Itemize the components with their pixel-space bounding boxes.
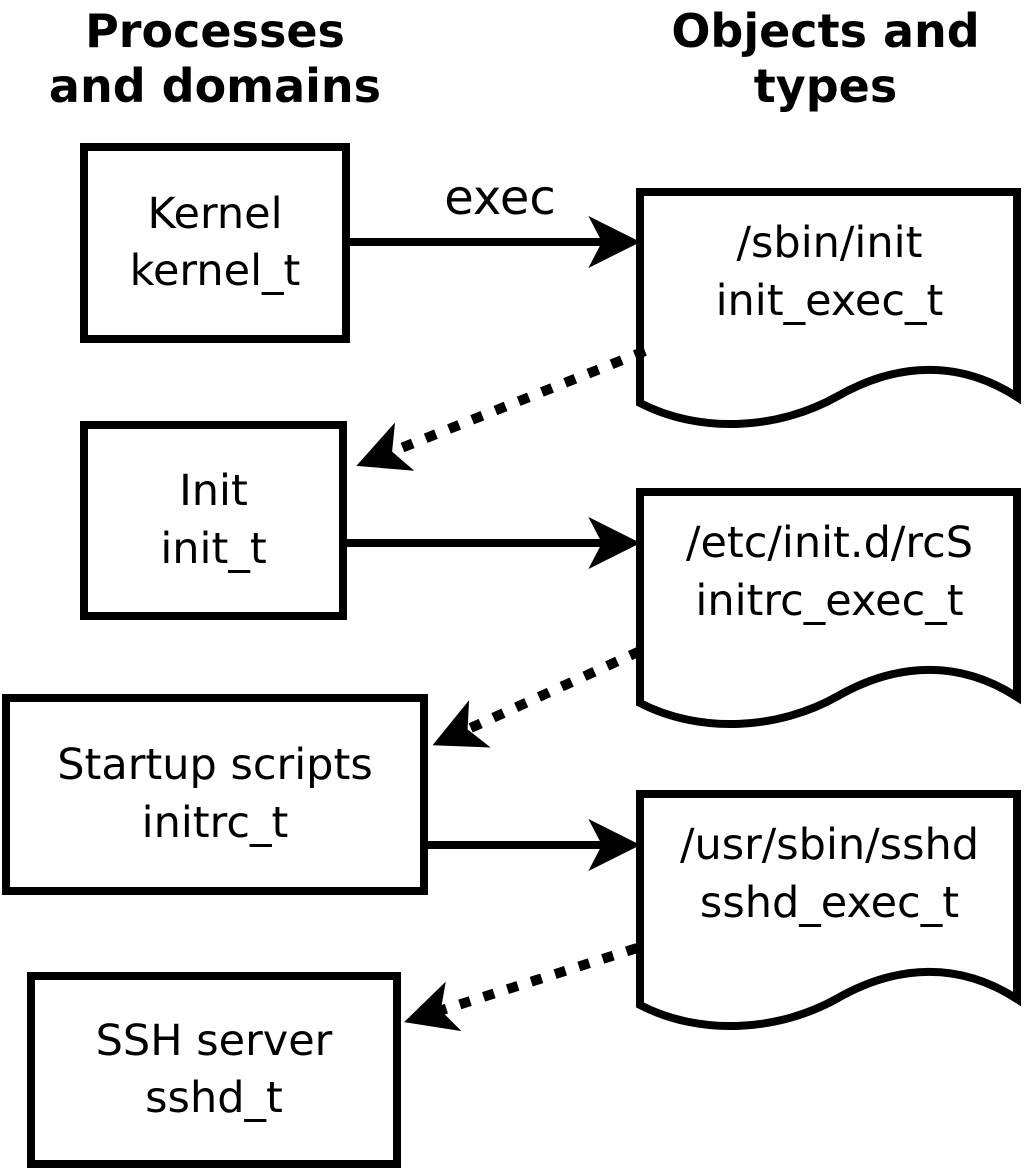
process-box-ssh-server: SSH server sshd_t <box>27 972 401 1168</box>
process-name: SSH server <box>95 1015 333 1066</box>
object-type: init_exec_t <box>715 276 944 327</box>
object-path: /usr/sbin/sshd <box>679 820 980 870</box>
process-domain: sshd_t <box>145 1073 283 1123</box>
process-domain: kernel_t <box>129 246 301 296</box>
document-shape-sbin-init <box>636 188 1021 429</box>
process-box-kernel: Kernel kernel_t <box>80 143 350 343</box>
object-type: initrc_exec_t <box>695 576 964 627</box>
dotted-arrow-sbin-init-to-init <box>356 346 647 471</box>
process-box-init: Init init_t <box>80 421 347 620</box>
object-path: /etc/init.d/rcS <box>685 518 974 568</box>
column-header-processes-line2: and domains <box>48 59 382 114</box>
document-shape-usr-sbin-sshd <box>636 790 1021 1031</box>
process-domain: initrc_t <box>141 797 289 848</box>
document-shape-etc-initd-rcs <box>636 488 1021 729</box>
column-header-objects-line2: types <box>753 59 898 114</box>
process-domain: init_t <box>160 523 267 574</box>
column-header-objects-line1: Objects and <box>671 4 980 58</box>
process-box-startup-scripts: Startup scripts initrc_t <box>2 694 428 895</box>
object-doc-usr-sbin-sshd: /usr/sbin/sshd sshd_exec_t <box>642 816 1017 933</box>
process-name: Init <box>179 466 248 517</box>
column-header-processes-line1: Processes <box>85 4 345 58</box>
object-doc-sbin-init: /sbin/init init_exec_t <box>642 214 1017 331</box>
column-header-objects: Objects and types <box>633 4 1018 114</box>
exec-arrow-label: exec <box>444 170 556 226</box>
column-header-processes: Processes and domains <box>15 4 415 114</box>
dotted-arrow-rcs-to-initrc <box>432 646 643 748</box>
object-doc-etc-initd-rcs: /etc/init.d/rcS initrc_exec_t <box>642 514 1017 631</box>
object-path: /sbin/init <box>736 218 923 268</box>
process-name: Startup scripts <box>57 740 373 791</box>
dotted-arrow-sshd-to-sshserver <box>404 943 639 1032</box>
process-name: Kernel <box>147 188 283 239</box>
object-type: sshd_exec_t <box>699 878 960 929</box>
